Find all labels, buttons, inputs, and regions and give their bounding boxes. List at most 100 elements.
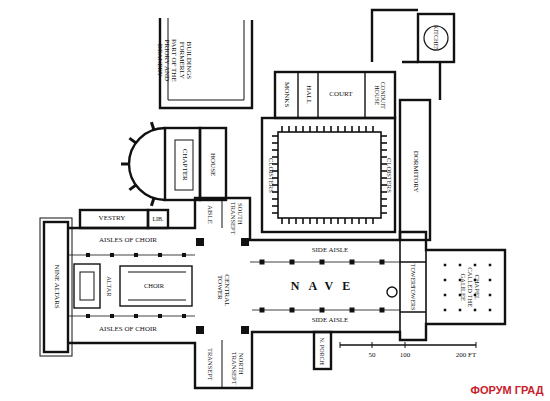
chapter-apse xyxy=(129,128,165,200)
arcade-tick xyxy=(316,218,318,224)
arcade-tick xyxy=(281,126,283,132)
arcade-tick xyxy=(302,218,304,224)
room-label: AISLE xyxy=(206,205,213,223)
pier xyxy=(86,314,90,318)
pier xyxy=(241,326,249,334)
passage-wall xyxy=(402,62,440,100)
room-label: CENTRAL TOWER xyxy=(216,274,231,300)
room-label: HALL xyxy=(304,86,311,105)
arcade-tick xyxy=(381,142,387,144)
choir-stalls xyxy=(120,266,192,306)
pier xyxy=(241,238,249,246)
room-label: SIDE AISLE xyxy=(312,317,349,324)
pier xyxy=(110,253,114,257)
room-label: TOWERS xyxy=(410,286,416,311)
room-label: LIB. xyxy=(152,216,163,222)
room-label: NINE ALTARS xyxy=(52,265,59,309)
room-label: AISLES OF CHOIR xyxy=(99,237,157,244)
pier xyxy=(380,308,385,313)
pier xyxy=(182,314,186,318)
arcade-tick xyxy=(337,218,339,224)
church-wall xyxy=(68,198,505,388)
pier xyxy=(489,309,492,312)
room-label: TOWERS xyxy=(410,264,416,289)
arcade-tick xyxy=(295,218,297,224)
pier xyxy=(158,253,162,257)
arcade-tick xyxy=(330,218,332,224)
pier xyxy=(459,309,462,312)
room-label: CLOISTERS xyxy=(385,158,392,193)
arcade-tick xyxy=(358,126,360,132)
north-porch xyxy=(314,332,331,369)
room-label: NAVE xyxy=(291,280,359,293)
arcade-tick xyxy=(309,218,311,224)
pier xyxy=(444,279,447,282)
transept-aisle xyxy=(222,198,223,228)
arcade-tick xyxy=(272,212,278,214)
stall-rows xyxy=(128,272,186,300)
scale-line xyxy=(340,344,476,346)
arcade-tick xyxy=(381,212,387,214)
room-label: N. PORCH xyxy=(319,337,325,364)
room-label: KITCHEN xyxy=(433,25,439,51)
arcade-tick xyxy=(272,198,278,200)
room-label: AISLES OF CHOIR xyxy=(99,326,157,333)
pier xyxy=(182,253,186,257)
arcade-tick xyxy=(272,135,278,137)
nine-altars xyxy=(44,222,68,352)
arcade-tick xyxy=(381,135,387,137)
scale-number: 200 FT xyxy=(456,352,476,359)
arcade-tick xyxy=(323,218,325,224)
pier xyxy=(444,294,447,297)
room-label: BUILDINGS FORMERLY PART OF THE PRIORY AN… xyxy=(156,34,193,86)
cloister-garth xyxy=(278,132,381,218)
repeated-marks xyxy=(86,122,491,334)
arcade-tick xyxy=(272,205,278,207)
chapter-house xyxy=(165,128,200,200)
arcade-tick xyxy=(351,126,353,132)
pier xyxy=(196,238,204,246)
pier xyxy=(380,260,385,265)
room-label: CLOISTERS xyxy=(267,158,274,193)
arcade-tick xyxy=(365,218,367,224)
buttress xyxy=(151,122,153,130)
scale-bar xyxy=(340,342,476,348)
arcade-tick xyxy=(288,126,290,132)
scale-number: 100 xyxy=(400,352,411,359)
arcade-tick xyxy=(344,218,346,224)
watermark: ФОРУМ ГРАД xyxy=(469,385,546,397)
arcade-tick xyxy=(344,126,346,132)
arcade-tick xyxy=(337,126,339,132)
pier xyxy=(320,260,325,265)
scale-ticks xyxy=(340,342,476,348)
arcade-tick xyxy=(358,218,360,224)
room-label: TRANSEPT xyxy=(206,348,213,381)
pier xyxy=(474,309,477,312)
arcade-tick xyxy=(302,126,304,132)
nine-altars-outer xyxy=(40,218,72,356)
room-label: MONKS xyxy=(283,82,290,107)
arcade-tick xyxy=(323,126,325,132)
arcade-tick xyxy=(272,149,278,151)
arcade-tick xyxy=(372,218,374,224)
arcade-tick xyxy=(272,156,278,158)
library xyxy=(148,210,168,228)
room-label: CHAPTER xyxy=(180,149,187,181)
vestry xyxy=(80,210,148,228)
arcade-tick xyxy=(309,126,311,132)
dormitory xyxy=(400,100,430,240)
room-label: DORMITORY xyxy=(411,151,418,193)
monks-hall xyxy=(275,72,395,118)
chapter-passage xyxy=(200,128,226,200)
room-label: CONDUIT HOUSE xyxy=(374,81,387,109)
hall-divisions xyxy=(298,72,365,118)
arcade-tick xyxy=(381,205,387,207)
transept-aisle xyxy=(222,340,223,388)
pier xyxy=(260,260,265,265)
pier xyxy=(134,314,138,318)
arcade-tick xyxy=(316,126,318,132)
font xyxy=(387,287,397,297)
pier xyxy=(489,279,492,282)
